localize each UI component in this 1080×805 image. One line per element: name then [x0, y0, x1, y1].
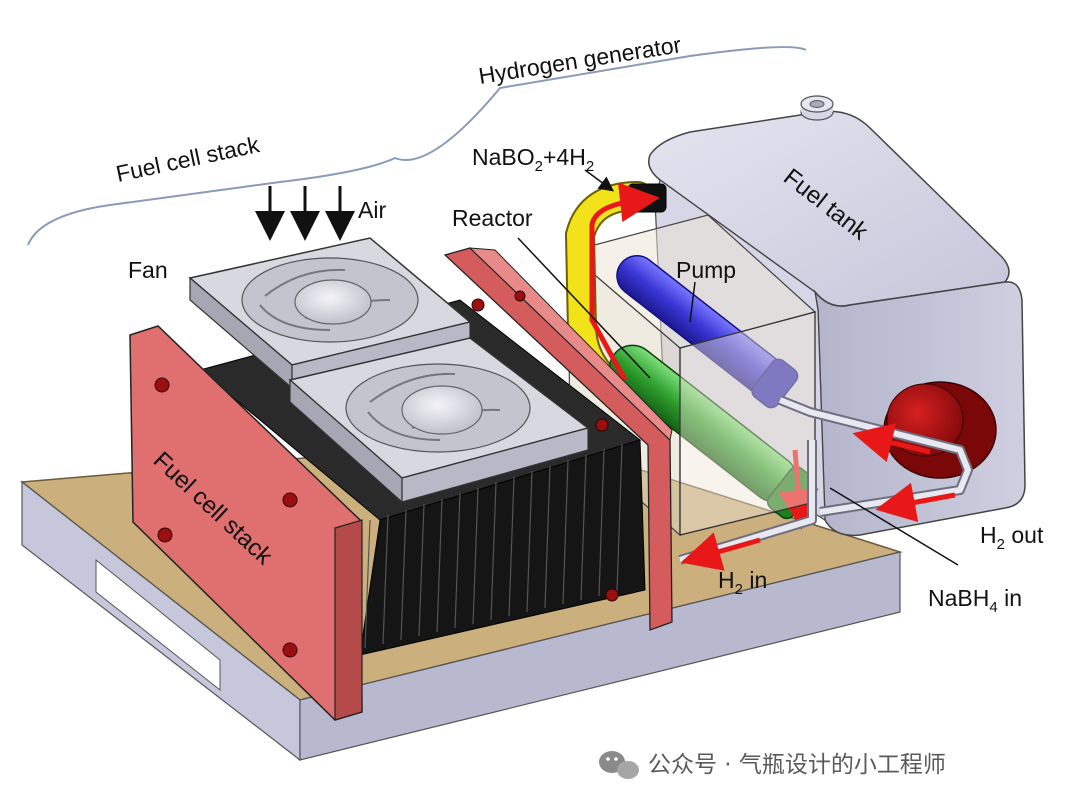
- pump-tube: [616, 254, 799, 409]
- watermark: 公众号 · 气瓶设计的小工程师: [599, 751, 946, 779]
- label-h2-in: H2 in: [718, 567, 767, 598]
- label-hydrogen-generator: Hydrogen generator: [477, 31, 683, 89]
- label-fuel-cell-stack-top: Fuel cell stack: [114, 131, 262, 187]
- label-fan: Fan: [128, 257, 168, 283]
- fuel-cell-end-plate-back: [443, 247, 673, 631]
- watermark-text: 公众号 · 气瓶设计的小工程师: [648, 752, 946, 778]
- air-arrows: [255, 186, 355, 241]
- leader-lines: [517, 169, 959, 566]
- section-braces: [27, 46, 807, 246]
- fuel-cell-end-plate-front: [129, 325, 363, 721]
- wechat-icon: [599, 751, 639, 779]
- label-air: Air: [358, 197, 386, 223]
- label-nabh4-in: NaBH4 in: [928, 585, 1022, 616]
- flow-arrows: [589, 182, 819, 530]
- label-nabo2-4h2: NaBO2+4H2: [472, 144, 594, 175]
- reactor-housing-front: [679, 311, 816, 536]
- piping: [678, 395, 973, 571]
- label-pump: Pump: [676, 257, 736, 283]
- fan-front: [288, 337, 590, 504]
- label-reactor: Reactor: [452, 205, 533, 231]
- label-h2-out: H2 out: [980, 522, 1044, 553]
